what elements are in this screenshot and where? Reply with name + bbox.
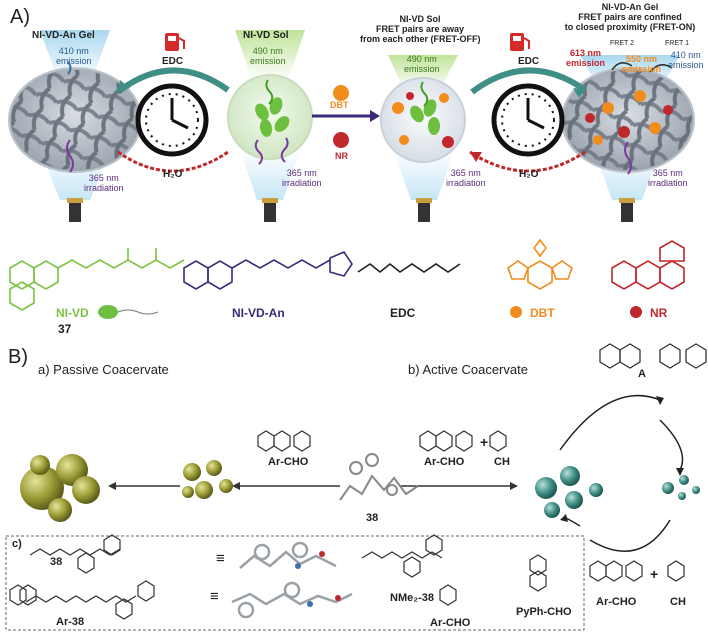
nr-dye-icon	[333, 132, 349, 148]
sol-sphere-1	[227, 74, 313, 160]
lamp-3	[416, 198, 432, 222]
panel-b-label: B)	[8, 346, 28, 368]
ar-cho-label-1: Ar-CHO	[268, 456, 309, 468]
lamp-2	[262, 198, 278, 222]
nr-molecule-icon	[630, 306, 642, 318]
ar-cho-label-3: Ar-CHO	[596, 596, 637, 608]
compound-38-label: 38	[366, 512, 379, 524]
active-droplet	[535, 477, 557, 499]
dbt-molecule-icon	[510, 306, 522, 318]
fuel-pump-icon-2	[510, 33, 530, 51]
dbt-label: DBT	[530, 306, 555, 320]
identical-2: ≡	[210, 588, 219, 605]
state-3-title: NI-VD Sol FRET pairs are away from each …	[360, 14, 481, 44]
emission-beam-1	[40, 30, 110, 80]
clock-1	[135, 83, 209, 157]
ar-cho-label-2: Ar-CHO	[424, 456, 465, 468]
fret-1-label: FRET 1	[665, 40, 689, 47]
cycle-1-edc: EDC	[162, 56, 184, 67]
plus-sign-2: +	[650, 566, 659, 582]
inset-archo-label: Ar-CHO	[430, 617, 471, 629]
inset-pyph-label: PyPh-CHO	[516, 606, 572, 618]
fuel-pump-icon-1	[165, 33, 185, 51]
panel-a-label: A)	[10, 6, 30, 28]
cycle-arrow-2-bottom	[469, 150, 586, 173]
ni-vd-an-label: NI-VD-An	[232, 306, 285, 320]
ch-label-1: CH	[494, 456, 510, 468]
nr-label: NR	[650, 306, 668, 320]
inset-box	[5, 535, 585, 631]
state-4-title: NI-VD-An Gel FRET pairs are confined to …	[564, 2, 696, 32]
edc-label: EDC	[390, 306, 416, 320]
subpanel-a-title: a) Passive Coacervate	[38, 362, 169, 377]
ni-vd-label: NI-VD	[56, 306, 89, 320]
dbt-dye-label: DBT	[330, 100, 349, 110]
product-a-label: A	[638, 368, 646, 380]
inset-nme2-label: NMe₂-38	[390, 592, 435, 604]
ch-label-2: CH	[670, 596, 686, 608]
ni-vd-number: 37	[58, 322, 72, 336]
state-2-title: NI-VD Sol	[243, 30, 289, 41]
cycle-2-edc: EDC	[518, 56, 540, 67]
identical-1: ≡	[216, 550, 225, 567]
inset-ar38-label: Ar-38	[56, 616, 85, 628]
molecule-structures	[9, 238, 685, 319]
cycle-arrow-1-top	[116, 67, 230, 95]
cycle-2-h2o: H₂O	[519, 169, 539, 180]
inset-label-c: c)	[12, 538, 22, 550]
subpanel-b-title: b) Active Coacervate	[408, 362, 528, 377]
plus-sign-1: +	[480, 434, 489, 450]
nr-dye-label: NR	[335, 151, 348, 161]
passive-droplet	[20, 466, 64, 510]
ni-vd-icon	[98, 305, 118, 319]
cycle-1-h2o: H₂O	[163, 169, 183, 180]
dbt-dye-icon	[333, 85, 349, 101]
cycle-arrow-1-bottom	[117, 150, 229, 173]
fret-2-label: FRET 2	[610, 40, 634, 47]
emission-beam-2	[235, 30, 305, 80]
clock-2	[491, 83, 565, 157]
cycle-arrow-2-top	[470, 67, 587, 95]
panel-a-scene	[8, 30, 695, 222]
inset-38-label: 38	[50, 556, 63, 568]
lamp-1	[67, 198, 83, 222]
lamp-4	[619, 198, 635, 222]
panel-b-scene	[5, 343, 707, 631]
state-1-title: NI-VD-An Gel	[32, 30, 95, 41]
